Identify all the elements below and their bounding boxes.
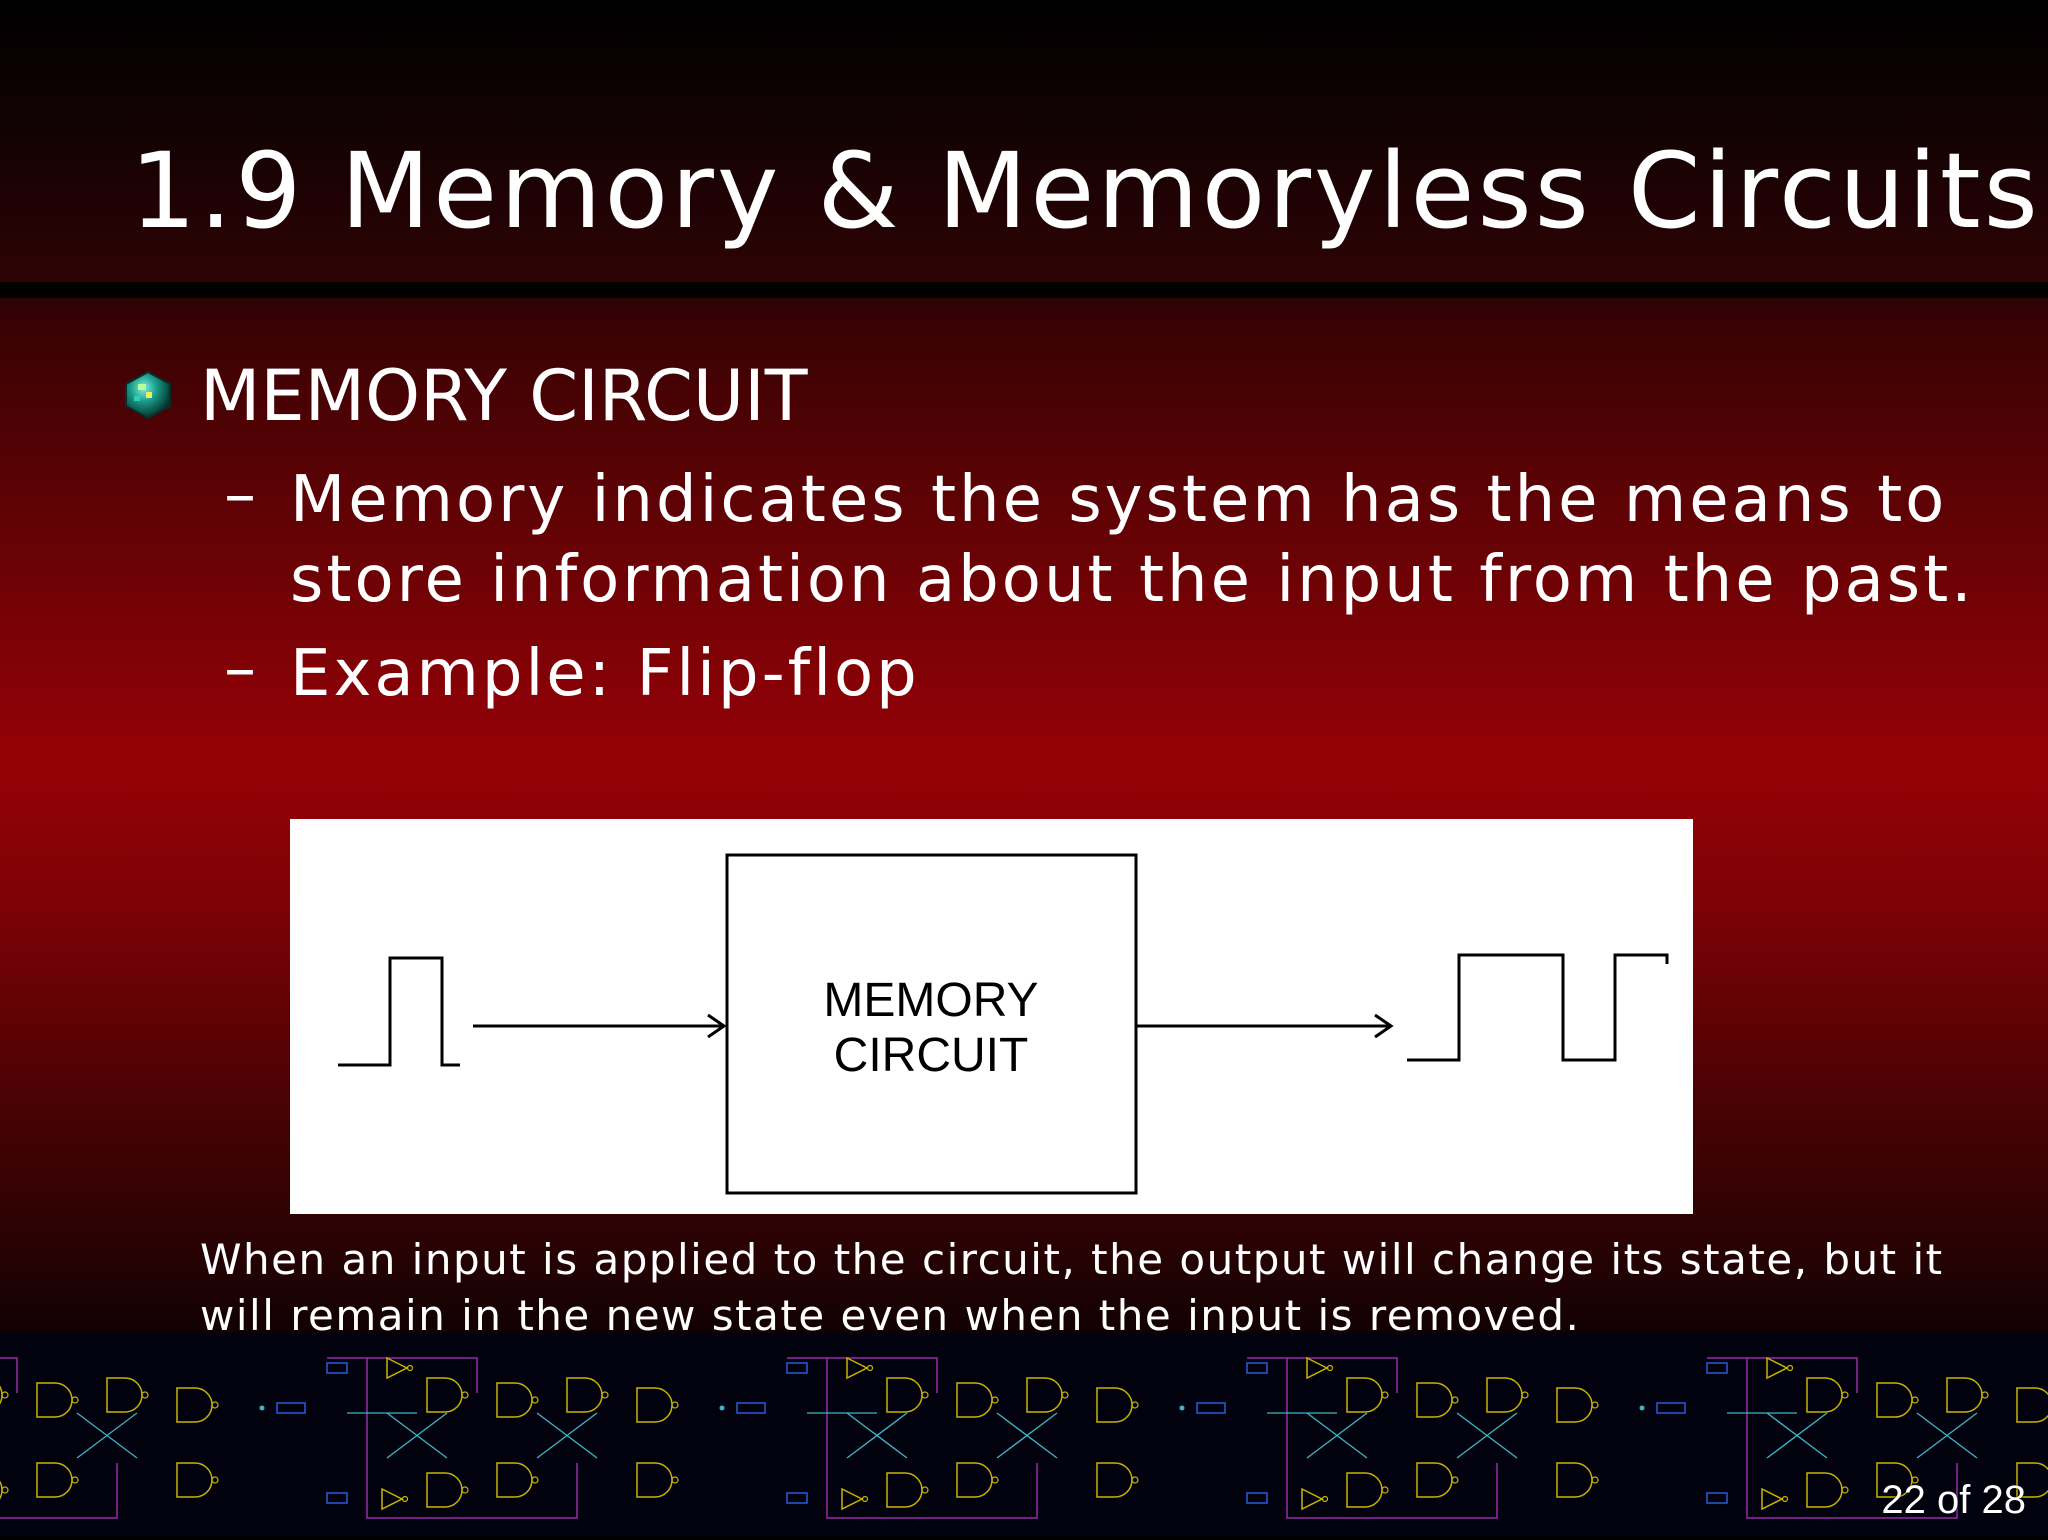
dash-marker: – xyxy=(224,458,256,532)
io-tag-icon xyxy=(786,1362,808,1374)
title-divider xyxy=(0,282,2048,298)
nand-gate-icon xyxy=(496,1462,533,1498)
box-label-line2: CIRCUIT xyxy=(834,1029,1029,1082)
nand-gate-icon xyxy=(1946,1377,1983,1413)
io-tag-icon xyxy=(1196,1402,1226,1414)
nand-gate-icon xyxy=(956,1382,993,1418)
page-indicator: 22 of 28 xyxy=(1881,1478,2026,1522)
inverter-icon xyxy=(1306,1356,1329,1380)
nand-gate-icon xyxy=(566,1377,603,1413)
io-tag-icon xyxy=(1656,1402,1686,1414)
bullet-memory-circuit: MEMORY CIRCUIT xyxy=(200,355,808,437)
box-label-line1: MEMORY xyxy=(823,974,1038,1027)
nand-gate-icon xyxy=(176,1462,213,1498)
memory-circuit-figure: MEMORY CIRCUIT xyxy=(290,819,1693,1214)
title-band xyxy=(0,0,2048,282)
nand-gate-icon xyxy=(496,1382,533,1418)
io-tag-icon xyxy=(1246,1492,1268,1504)
io-tag-icon xyxy=(276,1402,306,1414)
nand-gate-icon xyxy=(1486,1377,1523,1413)
gem-bullet-icon xyxy=(125,370,171,420)
nand-gate-icon xyxy=(956,1462,993,1498)
nand-gate-icon xyxy=(1416,1462,1453,1498)
memory-circuit-box xyxy=(725,853,1138,1195)
inverter-icon xyxy=(1301,1487,1324,1511)
subpoint-memory-definition-line1: Memory indicates the system has the mean… xyxy=(290,463,1948,537)
inverter-icon xyxy=(381,1487,404,1511)
nand-gate-icon xyxy=(1096,1387,1133,1423)
io-tag-icon xyxy=(1246,1362,1268,1374)
nand-gate-icon xyxy=(886,1472,923,1508)
nand-gate-icon xyxy=(176,1387,213,1423)
inverter-icon xyxy=(1761,1487,1784,1511)
logic-circuit-schematic-pattern xyxy=(0,1356,2048,1519)
subpoint-memory-definition-line2: store information about the input from t… xyxy=(290,543,1975,617)
slide-title: 1.9 Memory & Memoryless Circuits xyxy=(130,130,2041,252)
nand-gate-icon xyxy=(426,1377,463,1413)
nand-gate-icon xyxy=(1556,1387,1593,1423)
io-tag-icon xyxy=(326,1492,348,1504)
io-tag-icon xyxy=(786,1492,808,1504)
inverter-icon xyxy=(841,1487,864,1511)
inverter-icon xyxy=(846,1356,869,1380)
nand-gate-icon xyxy=(2016,1462,2048,1498)
nand-gate-icon xyxy=(1346,1472,1383,1508)
nand-gate-icon xyxy=(1806,1472,1843,1508)
io-tag-icon xyxy=(326,1362,348,1374)
dash-marker: – xyxy=(224,632,256,706)
nand-gate-icon xyxy=(1876,1382,1913,1418)
nand-gate-icon xyxy=(1026,1377,1063,1413)
footer-circuit-pattern xyxy=(0,1333,2048,1536)
nand-gate-icon xyxy=(36,1462,73,1498)
nand-gate-icon xyxy=(36,1382,73,1418)
inverter-icon xyxy=(1766,1356,1789,1380)
nand-gate-icon xyxy=(1416,1382,1453,1418)
subpoint-example: Example: Flip-flop xyxy=(290,637,920,711)
nand-gate-icon xyxy=(636,1462,673,1498)
inverter-icon xyxy=(386,1356,409,1380)
nand-gate-icon xyxy=(1346,1377,1383,1413)
nand-gate-icon xyxy=(426,1472,463,1508)
io-tag-icon xyxy=(1706,1362,1728,1374)
nand-gate-icon xyxy=(106,1377,143,1413)
memory-circuit-diagram: MEMORY CIRCUIT xyxy=(338,853,1669,1195)
nand-gate-icon xyxy=(636,1387,673,1423)
nand-gate-icon xyxy=(1806,1377,1843,1413)
caption-text: When an input is applied to the circuit,… xyxy=(200,1235,1944,1340)
io-tag-icon xyxy=(736,1402,766,1414)
nand-gate-icon xyxy=(1096,1462,1133,1498)
io-tag-icon xyxy=(1706,1492,1728,1504)
output-waveform xyxy=(1407,953,1669,1062)
input-pulse-waveform xyxy=(338,956,460,1067)
nand-gate-icon xyxy=(2016,1387,2048,1423)
nand-gate-icon xyxy=(886,1377,923,1413)
nand-gate-icon xyxy=(1556,1462,1593,1498)
